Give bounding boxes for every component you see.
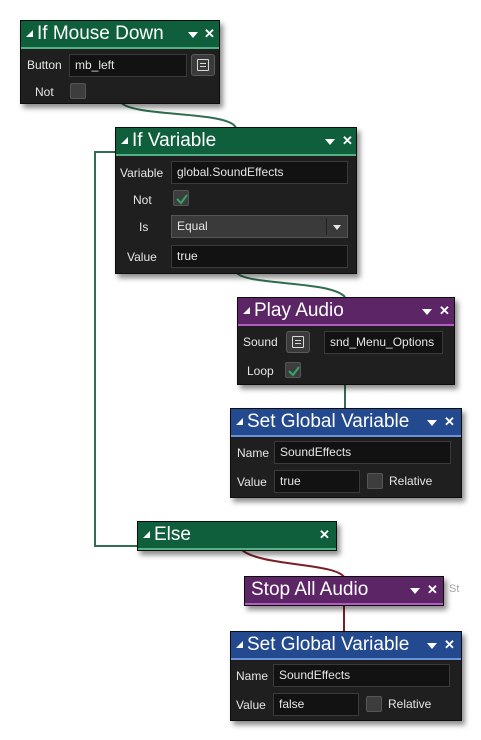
if-mouse-down-block[interactable]: If Mouse Down ✕ Button mb_left Not <box>20 20 220 104</box>
relative-label: Relative <box>389 474 433 488</box>
variable-field[interactable]: global.SoundEffects <box>171 161 348 184</box>
play-audio-header[interactable]: Play Audio ✕ <box>238 298 454 326</box>
is-label: Is <box>139 220 149 234</box>
not-label: Not <box>35 85 54 99</box>
button-label: Button <box>27 58 62 72</box>
set-global-variable-block-1[interactable]: Set Global Variable ✕ Name SoundEffects … <box>230 408 462 498</box>
collapse-triangle-icon[interactable] <box>236 641 243 648</box>
not-label: Not <box>133 193 152 207</box>
button-field[interactable]: mb_left <box>69 54 187 77</box>
if-mouse-down-header[interactable]: If Mouse Down ✕ <box>21 21 219 49</box>
block-title: Play Audio <box>254 300 344 321</box>
name-field[interactable]: SoundEffects <box>273 664 450 687</box>
sound-field[interactable]: snd_Menu_Options <box>324 331 443 354</box>
close-icon[interactable]: ✕ <box>204 26 215 41</box>
connector-else-branch <box>94 151 138 547</box>
name-field[interactable]: SoundEffects <box>274 441 451 464</box>
loop-checkbox[interactable] <box>285 362 301 378</box>
value-field[interactable]: true <box>274 470 360 493</box>
if-variable-block[interactable]: If Variable ✕ Variable global.SoundEffec… <box>115 127 357 274</box>
relative-label: Relative <box>388 697 432 711</box>
asset-picker-icon <box>197 59 209 71</box>
sound-label: Sound <box>243 335 278 349</box>
else-header[interactable]: Else ✕ <box>138 522 336 550</box>
value-label: Value <box>236 698 266 712</box>
asset-picker-icon <box>292 336 304 348</box>
value-field[interactable]: true <box>171 245 348 268</box>
block-title: Else <box>154 524 191 545</box>
collapse-triangle-icon[interactable] <box>243 307 250 314</box>
connector-else-to-stop <box>241 549 345 578</box>
relative-checkbox[interactable] <box>367 473 383 489</box>
check-icon <box>288 366 300 377</box>
value-label: Value <box>237 475 267 489</box>
collapse-triangle-icon[interactable] <box>121 137 128 144</box>
select-divider <box>326 218 327 235</box>
connector-mouse-to-variable <box>119 100 237 129</box>
truncated-label: St <box>449 583 460 595</box>
asset-picker-button[interactable] <box>191 54 215 76</box>
relative-checkbox[interactable] <box>366 696 382 712</box>
dropdown-arrow-icon[interactable] <box>325 139 335 145</box>
close-icon[interactable]: ✕ <box>319 527 330 542</box>
asset-picker-button[interactable] <box>286 331 310 353</box>
value-label: Value <box>127 250 157 264</box>
block-title: If Variable <box>132 130 217 151</box>
loop-label: Loop <box>247 364 274 378</box>
play-audio-block[interactable]: Play Audio ✕ Sound snd_Menu_Options Loop <box>237 297 455 385</box>
else-block[interactable]: Else ✕ <box>137 521 337 551</box>
connector-variable-to-play <box>235 271 346 298</box>
name-label: Name <box>236 669 269 683</box>
is-select-value: Equal <box>177 219 208 233</box>
name-label: Name <box>237 446 270 460</box>
block-title: Set Global Variable <box>247 634 410 655</box>
if-variable-header[interactable]: If Variable ✕ <box>116 128 356 156</box>
collapse-triangle-icon[interactable] <box>26 30 33 37</box>
set-global-variable-header[interactable]: Set Global Variable ✕ <box>231 632 461 660</box>
stop-all-audio-header[interactable]: Stop All Audio ✕ <box>245 577 443 605</box>
block-title: Set Global Variable <box>247 411 410 432</box>
close-icon[interactable]: ✕ <box>444 637 455 652</box>
set-global-variable-block-2[interactable]: Set Global Variable ✕ Name SoundEffects … <box>230 631 462 721</box>
close-icon[interactable]: ✕ <box>439 303 450 318</box>
check-icon <box>176 194 188 205</box>
stop-all-audio-block[interactable]: Stop All Audio ✕ <box>244 576 444 606</box>
dropdown-arrow-icon[interactable] <box>422 309 432 315</box>
chevron-down-icon <box>333 225 341 230</box>
set-global-variable-header[interactable]: Set Global Variable ✕ <box>231 409 461 437</box>
close-icon[interactable]: ✕ <box>444 414 455 429</box>
close-icon[interactable]: ✕ <box>427 582 438 597</box>
is-select[interactable]: Equal <box>171 215 348 238</box>
block-title: Stop All Audio <box>251 579 369 600</box>
dropdown-arrow-icon[interactable] <box>410 588 420 594</box>
collapse-triangle-icon[interactable] <box>236 418 243 425</box>
collapse-triangle-icon[interactable] <box>143 531 150 538</box>
dropdown-arrow-icon[interactable] <box>427 420 437 426</box>
not-checkbox[interactable] <box>70 83 86 99</box>
dropdown-arrow-icon[interactable] <box>188 32 198 38</box>
block-title: If Mouse Down <box>37 23 164 44</box>
not-checkbox[interactable] <box>173 190 189 206</box>
dropdown-arrow-icon[interactable] <box>427 643 437 649</box>
variable-label: Variable <box>120 166 164 180</box>
close-icon[interactable]: ✕ <box>342 133 353 148</box>
value-field[interactable]: false <box>273 693 359 716</box>
